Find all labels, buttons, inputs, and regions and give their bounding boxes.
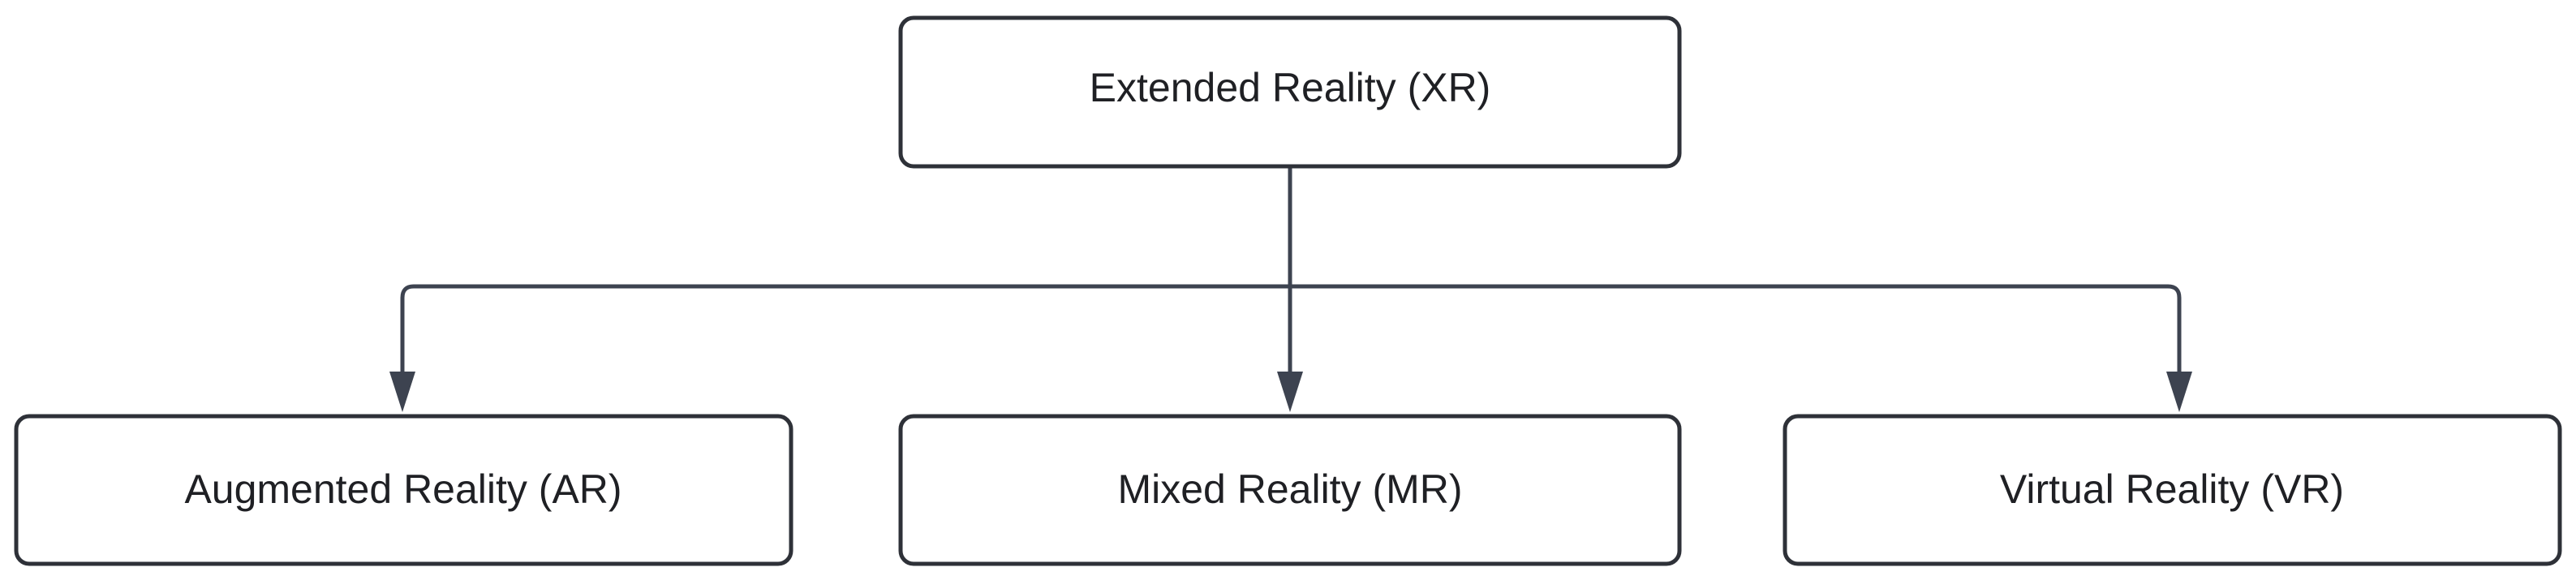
node-augmented-reality-box — [14, 414, 793, 566]
node-virtual-reality[interactable]: Virtual Reality (VR) — [1783, 414, 2562, 566]
arrowhead-ar — [389, 372, 415, 412]
connector-to-vr — [1290, 284, 2182, 375]
connectors — [389, 166, 2192, 412]
node-virtual-reality-box — [1783, 414, 2562, 566]
node-augmented-reality[interactable]: Augmented Reality (AR) — [14, 414, 793, 566]
node-extended-reality-box — [898, 15, 1682, 169]
node-mixed-reality-box — [898, 414, 1682, 566]
node-extended-reality[interactable]: Extended Reality (XR) — [898, 15, 1682, 169]
node-mixed-reality[interactable]: Mixed Reality (MR) — [898, 414, 1682, 566]
node-extended-reality-label: Extended Reality (XR) — [1090, 65, 1491, 110]
arrowhead-mr — [1277, 372, 1303, 412]
node-augmented-reality-label: Augmented Reality (AR) — [184, 466, 621, 512]
connector-to-ar — [400, 284, 1290, 375]
arrowhead-vr — [2166, 372, 2192, 412]
node-virtual-reality-label: Virtual Reality (VR) — [2000, 466, 2344, 512]
node-mixed-reality-label: Mixed Reality (MR) — [1117, 466, 1462, 512]
